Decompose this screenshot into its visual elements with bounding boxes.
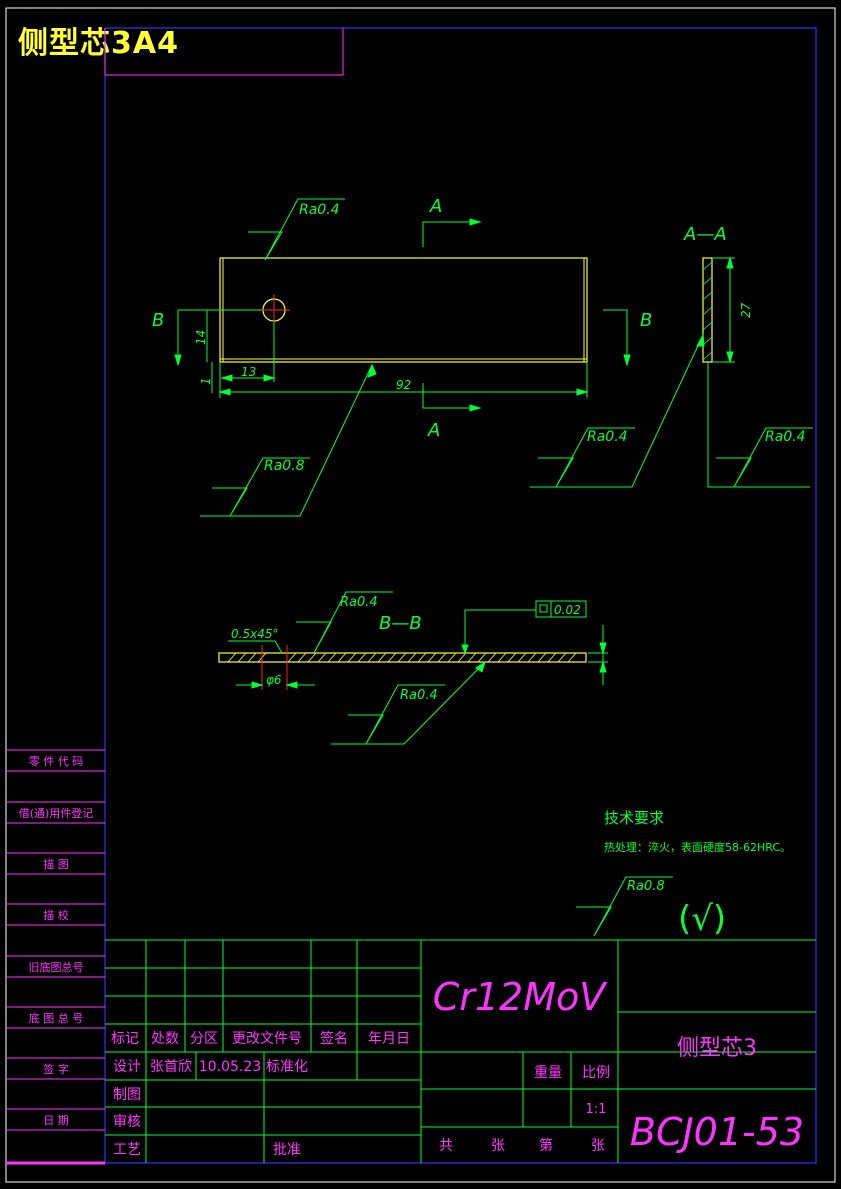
strip-label-trace: 描 图 [43,857,69,871]
strip-label-borrowed: 借(通)用件登记 [19,806,94,820]
header-mark: 标记 [111,1031,139,1047]
left-strip-labels: 零 件 代 码 借(通)用件登记 描 图 描 校 旧底图总号 底 图 总 号 签… [19,755,94,1127]
section-bb-roughness-top: Ra0.4 [340,595,378,610]
section-bb-view: B—B 0.5x45° φ6 Ra0.4 Ra0.4 0.02 [218,591,608,745]
strip-label-date: 日 期 [43,1114,69,1127]
design-date: 10.05.23 [199,1059,261,1075]
strip-label-base-total: 底 图 总 号 [29,1011,84,1025]
section-aa-dim-27: 27 [739,302,753,318]
dim-1-label: 1 [199,377,213,385]
section-b-left-letter: B [152,310,164,331]
section-a-bottom-letter: A [427,420,440,441]
tech-heading: 技术要求 [604,809,664,827]
inner-frame [104,27,817,1164]
sheet-no-label: 第 [539,1137,553,1154]
total-label: 共 [439,1138,453,1154]
scale-label: 比例 [582,1065,610,1081]
title-block-text: 标记 处数 分区 更改文件号 签名 年月日 设计 张首欣 10.05.23 标准… [111,975,804,1158]
approve-label: 批准 [273,1142,301,1158]
standardize-label: 标准化 [266,1059,308,1075]
section-aa-view: A—A 27 Ra0.4 Ra0.4 [530,224,813,488]
check-label: 审核 [113,1114,141,1130]
general-roughness-label: Ra0.8 [627,879,665,894]
tech-requirements: 技术要求 热处理：淬火，表面硬度58-62HRC。 [604,809,791,854]
process-label: 工艺 [113,1142,141,1158]
section-bb-title: B—B [379,613,422,634]
tech-line-1: 热处理：淬火，表面硬度58-62HRC。 [604,840,791,854]
design-label: 设计 [113,1059,141,1075]
drawing-number: BCJ01-53 [630,1110,804,1154]
section-bb-tolerance: 0.02 [554,603,581,617]
roughness-top-label: Ra0.4 [299,202,340,218]
left-strip [6,749,105,1165]
material: Cr12MoV [433,975,609,1019]
sheet-title: 侧型芯3A4 [18,26,179,61]
general-roughness: Ra0.8 (√) [576,876,726,939]
part-name: 侧型芯3 [677,1036,757,1061]
front-view: A A B B Ra0.4 Ra0.8 14 1 13 92 [152,196,652,517]
dim-92-label: 92 [396,378,411,392]
title-box [104,28,344,76]
section-bb-roughness-bottom: Ra0.4 [400,688,438,703]
header-change-doc: 更改文件号 [232,1031,302,1047]
sheets-label: 张 [491,1138,505,1154]
title-block [105,939,816,1163]
scale-value: 1:1 [586,1102,607,1117]
weight-label: 重量 [534,1065,562,1081]
section-bb-chamfer: 0.5x45° [231,627,278,641]
section-aa-roughness-left: Ra0.4 [587,429,628,445]
section-bb-diameter: φ6 [266,673,282,687]
section-b-right-letter: B [640,310,652,331]
outer-frame [5,7,836,1183]
general-roughness-paren: (√) [678,899,726,939]
header-signature: 签名 [320,1030,348,1047]
section-a-top-letter: A [429,196,442,217]
roughness-bottom-label: Ra0.8 [264,458,305,474]
strip-label-sign: 签 字 [43,1062,69,1076]
strip-label-part-code: 零 件 代 码 [29,755,84,768]
dim-13-label: 13 [241,365,256,379]
dim-14-label: 14 [194,330,208,345]
header-zone: 分区 [190,1031,218,1047]
designer-name: 张首欣 [150,1059,192,1075]
header-date: 年月日 [368,1031,410,1047]
draw-label: 制图 [113,1087,141,1103]
section-aa-roughness-right: Ra0.4 [765,429,806,445]
section-aa-title: A—A [683,224,727,245]
sheet-label-2: 张 [591,1138,605,1154]
strip-label-trace-check: 描 校 [43,908,69,922]
header-count: 处数 [151,1031,179,1047]
strip-label-old-base: 旧底图总号 [29,960,84,974]
